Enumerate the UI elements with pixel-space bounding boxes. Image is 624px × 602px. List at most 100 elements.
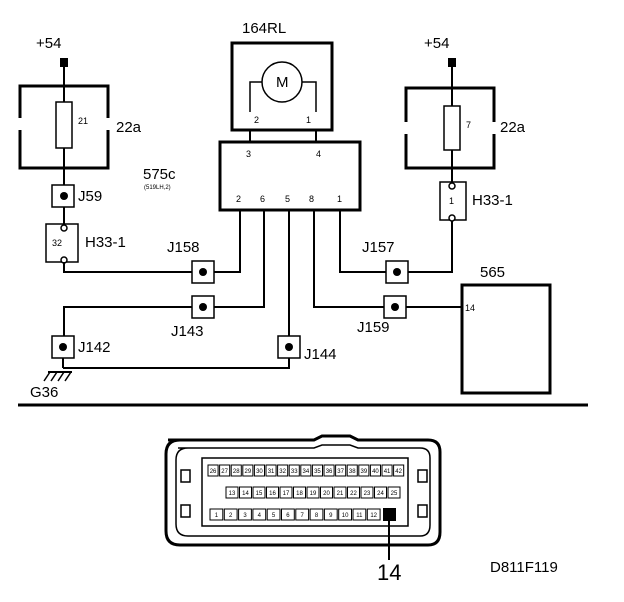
plug-pin-cell bbox=[333, 486, 347, 499]
plug-pin-cell bbox=[225, 486, 239, 499]
plug-pin-cell bbox=[393, 464, 405, 477]
module-pin-8: 8 bbox=[309, 194, 314, 204]
connector-h33-left: 32 H33-1 bbox=[45, 223, 126, 264]
plug-pin-number: 11 bbox=[356, 513, 363, 519]
plug-pin-cell bbox=[320, 486, 333, 499]
plug-pin-number: 4 bbox=[258, 513, 262, 519]
plug-pin-number: 27 bbox=[221, 469, 228, 475]
plug-pin-cell bbox=[335, 464, 347, 477]
plug-pin-number: 17 bbox=[283, 491, 290, 497]
module-pin-3: 3 bbox=[246, 149, 251, 159]
plug-pin-14-highlight bbox=[383, 508, 396, 521]
ground-g36: G36 bbox=[30, 371, 72, 401]
plug-pin-cell bbox=[230, 464, 242, 477]
plug-pin-cell bbox=[266, 486, 279, 499]
junction-j144: J144 bbox=[277, 335, 337, 363]
plug-pin-number: 39 bbox=[361, 469, 368, 475]
junction-j143-label: J143 bbox=[171, 323, 204, 340]
connector-h33-right-label: H33-1 bbox=[472, 192, 513, 209]
plug-pin-number: 12 bbox=[370, 513, 377, 519]
junction-j142-label: J142 bbox=[78, 339, 111, 356]
ground-g36-label: G36 bbox=[30, 384, 58, 401]
plug-pin-number: 23 bbox=[364, 491, 371, 497]
plug-pin-cell bbox=[209, 508, 224, 521]
plug-pin-cell bbox=[277, 464, 289, 477]
plug-pin-cell bbox=[242, 464, 254, 477]
plug-pin-number: 24 bbox=[377, 491, 384, 497]
plug-pin-cell bbox=[253, 464, 265, 477]
ecu-label: 565 bbox=[480, 264, 505, 281]
relay-22a-left: 21 22a bbox=[18, 84, 142, 170]
plug-pin-number: 29 bbox=[245, 469, 252, 475]
plug-pin-cell bbox=[288, 464, 300, 477]
supply-terminal-left bbox=[60, 58, 68, 67]
plug-pin-number: 42 bbox=[395, 469, 402, 475]
supply-label-left: +54 bbox=[36, 35, 61, 52]
plug-pin-cell bbox=[352, 508, 367, 521]
plug-pin-number: 35 bbox=[314, 469, 321, 475]
motor-164rl: M 2 1 bbox=[230, 41, 334, 132]
plug-pin-number: 7 bbox=[301, 513, 305, 519]
fuse-right-number: 7 bbox=[466, 120, 471, 130]
plug-pin-cell bbox=[306, 486, 320, 499]
plug-pin-number: 10 bbox=[342, 513, 349, 519]
plug-pin-number: 22 bbox=[350, 491, 357, 497]
plug-pin-number: 13 bbox=[229, 491, 236, 497]
module-pin-1: 1 bbox=[337, 194, 342, 204]
plug-pin-number: 32 bbox=[279, 469, 286, 475]
junction-j142: J142 bbox=[51, 335, 111, 359]
module-pin-4: 4 bbox=[316, 149, 321, 159]
plug-pin-cell bbox=[374, 486, 387, 499]
plug-pin-cell bbox=[358, 464, 370, 477]
plug-pin-number: 33 bbox=[291, 469, 298, 475]
plug-pin-cell bbox=[323, 464, 335, 477]
plug-pin-number: 9 bbox=[329, 513, 333, 519]
plug-pin-number: 19 bbox=[310, 491, 317, 497]
junction-j144-label: J144 bbox=[304, 346, 337, 363]
plug-pin-number: 30 bbox=[256, 469, 263, 475]
motor-symbol-letter: M bbox=[276, 74, 289, 91]
plug-pin-number: 18 bbox=[296, 491, 303, 497]
plug-pin-number: 40 bbox=[372, 469, 379, 475]
plug-pin-cell bbox=[279, 486, 293, 499]
motor-pin-b: 1 bbox=[306, 115, 311, 125]
plug-pin-cell bbox=[252, 486, 266, 499]
plug-pin-cell bbox=[323, 508, 338, 521]
plug-pin-number: 41 bbox=[384, 469, 391, 475]
plug-pin-number: 20 bbox=[323, 491, 330, 497]
plug-pin-cell bbox=[347, 486, 360, 499]
plug-pin-cell bbox=[381, 464, 393, 477]
plug-pin-number: 38 bbox=[349, 469, 356, 475]
plug-pin-cell bbox=[239, 486, 252, 499]
plug-pin-cell bbox=[238, 508, 252, 521]
plug-callout-label: 14 bbox=[377, 560, 401, 585]
module-575c: 3 4 2 6 5 8 1 bbox=[218, 140, 362, 212]
plug-pin-number: 36 bbox=[326, 469, 333, 475]
plug-pin-cell bbox=[346, 464, 358, 477]
plug-pin-cell bbox=[207, 464, 219, 477]
plug-pin-number: 21 bbox=[337, 491, 344, 497]
plug-pin-cell bbox=[366, 508, 381, 521]
plug-pin-cell bbox=[360, 486, 374, 499]
plug-pin-number: 26 bbox=[210, 469, 217, 475]
plug-pin-number: 14 bbox=[242, 491, 249, 497]
plug-pin-number: 37 bbox=[337, 469, 344, 475]
relay-left-label: 22a bbox=[116, 119, 142, 136]
module-label: 575c bbox=[143, 166, 176, 183]
ecu-565: 565 14 bbox=[460, 264, 552, 395]
junction-j59: J59 bbox=[51, 184, 102, 208]
fuse-right bbox=[443, 105, 461, 151]
plug-pin-number: 34 bbox=[303, 469, 310, 475]
plug-pin-cell bbox=[300, 464, 312, 477]
module-sublabel: (519LH,2) bbox=[144, 185, 171, 191]
plug-pin-number: 6 bbox=[286, 513, 290, 519]
motor-label: 164RL bbox=[242, 20, 286, 37]
plug-pin-cell bbox=[387, 486, 401, 499]
plug-pin-number: 16 bbox=[269, 491, 276, 497]
connector-h33-right-pin: 1 bbox=[449, 196, 454, 206]
plug-pin-number: 3 bbox=[243, 513, 247, 519]
plug-pin-number: 15 bbox=[256, 491, 263, 497]
